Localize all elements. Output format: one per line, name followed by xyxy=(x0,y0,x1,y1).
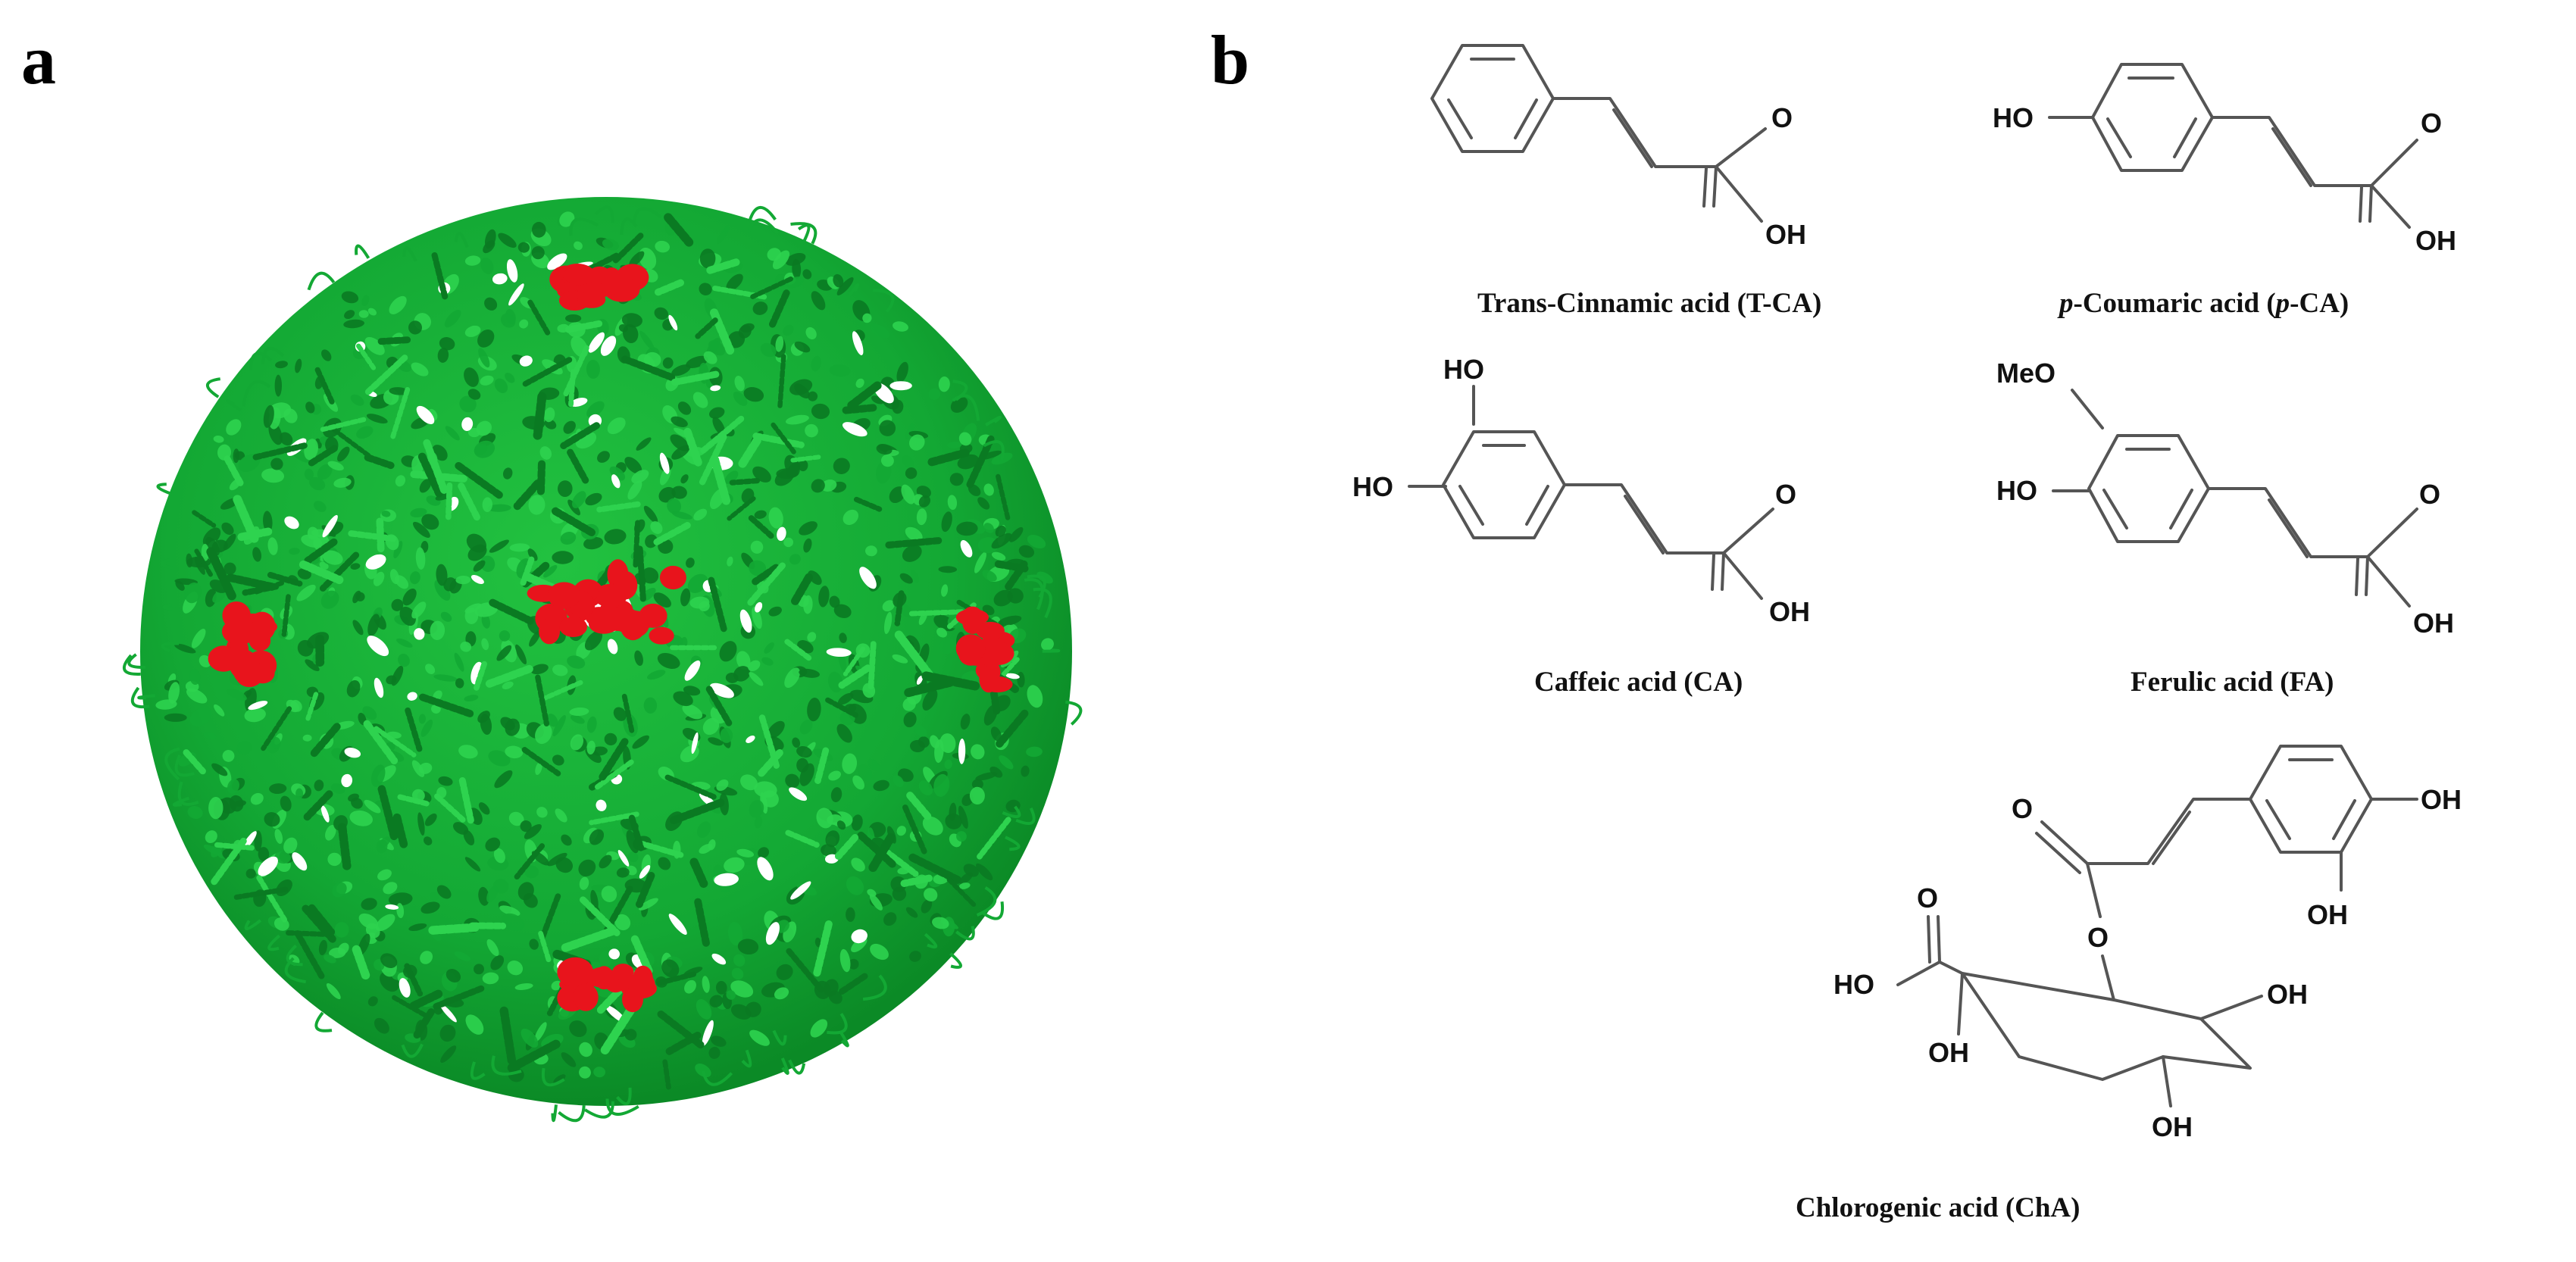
molecule-trans-cinnamic-acid: O OH xyxy=(1430,44,1806,250)
panel-label-b: b xyxy=(1211,21,1249,98)
protein-cage-structure xyxy=(122,197,1083,1123)
atom-o: O xyxy=(1771,102,1793,133)
atom-o: O xyxy=(1775,479,1796,510)
atom-oh-ring-bottom: OH xyxy=(2307,899,2348,930)
atom-ho: HO xyxy=(1996,475,2037,506)
atom-oh: OH xyxy=(2413,608,2454,639)
atom-oh-quat: OH xyxy=(1928,1037,1969,1068)
molecule-caffeic-acid: HO HO O OH xyxy=(1352,354,1810,627)
atom-oh: OH xyxy=(1765,219,1806,250)
atom-oh-quinic-right: OH xyxy=(2267,979,2308,1010)
atom-oh: OH xyxy=(2415,225,2456,256)
atom-o-ester: O xyxy=(2087,922,2109,953)
atom-oh: OH xyxy=(1769,596,1810,627)
atom-oh-ring-top: OH xyxy=(2421,784,2462,815)
caption-p-coumaric-acid: p-Coumaric acid (p-CA) xyxy=(2057,288,2349,319)
atom-o: O xyxy=(2419,479,2440,510)
panel-label-a: a xyxy=(21,21,56,98)
molecule-chlorogenic-acid: OH OH O O O HO OH OH OH xyxy=(1834,745,2462,1142)
atom-ho-top: HO xyxy=(1443,354,1484,385)
atom-oh-quinic-bottom: OH xyxy=(2152,1111,2193,1142)
caption-chlorogenic-acid: Chlorogenic acid (ChA) xyxy=(1796,1192,2080,1223)
caption-trans-cinnamic-acid: Trans-Cinnamic acid (T-CA) xyxy=(1477,288,1821,319)
atom-ho-acid: HO xyxy=(1834,969,1874,1000)
atom-meo: MeO xyxy=(1996,358,2055,389)
caption-caffeic-acid: Caffeic acid (CA) xyxy=(1534,667,1743,698)
atom-o: O xyxy=(2421,108,2442,139)
molecule-p-coumaric-acid: HO O OH xyxy=(1993,63,2456,256)
atom-ho: HO xyxy=(1993,102,2034,133)
binding-sites xyxy=(208,264,1015,1013)
caption-ferulic-acid: Ferulic acid (FA) xyxy=(2131,667,2334,698)
atom-o-carbonyl: O xyxy=(2012,793,2033,824)
molecule-ferulic-acid: MeO HO O OH xyxy=(1996,358,2454,639)
atom-o-acid: O xyxy=(1917,882,1938,914)
atom-ho-left: HO xyxy=(1352,471,1393,502)
